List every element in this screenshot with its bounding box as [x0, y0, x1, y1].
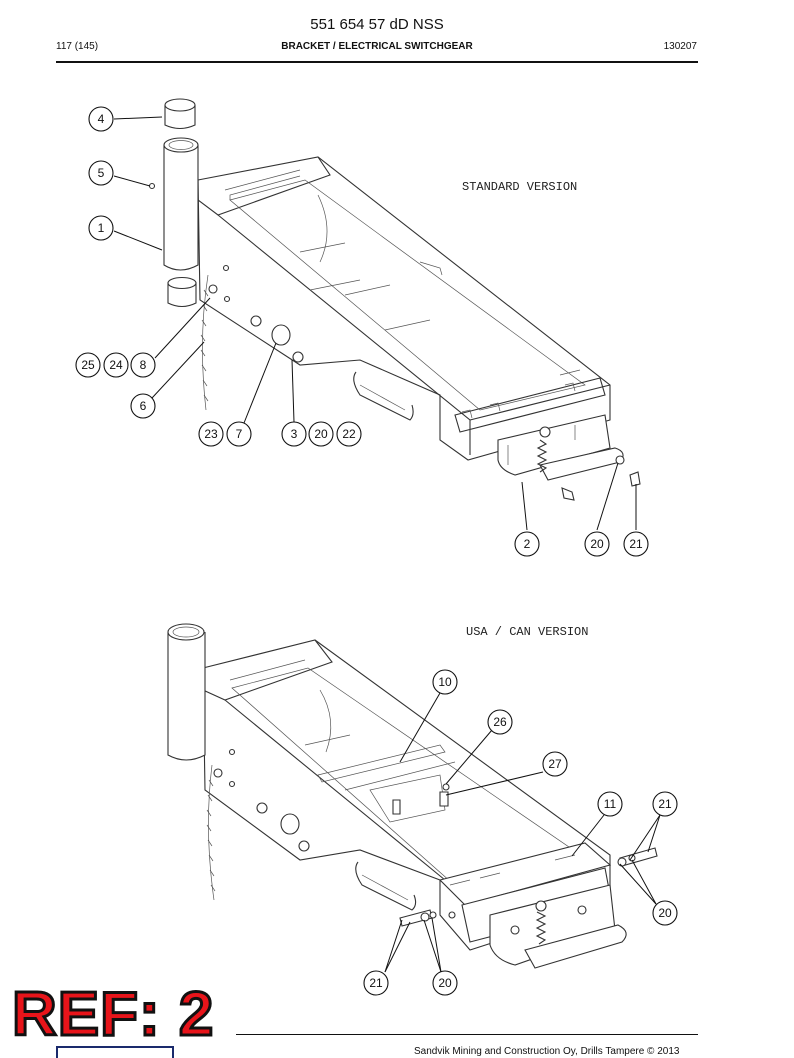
- callout-balloon: 20: [584, 531, 610, 557]
- callout-balloon: 20: [308, 421, 334, 447]
- callout-balloon: 25: [75, 352, 101, 378]
- svg-text:2: 2: [524, 537, 531, 551]
- svg-text:4: 4: [98, 112, 105, 126]
- callout-balloon: 11: [597, 791, 623, 817]
- svg-text:5: 5: [98, 166, 105, 180]
- callout-balloon: 7: [226, 421, 252, 447]
- callout-balloon: 23: [198, 421, 224, 447]
- footer-rule: [236, 1034, 698, 1035]
- svg-text:26: 26: [493, 715, 507, 729]
- svg-text:25: 25: [81, 358, 95, 372]
- callout-balloon: 21: [652, 791, 678, 817]
- svg-text:3: 3: [291, 427, 298, 441]
- callout-balloon: 22: [336, 421, 362, 447]
- callout-balloon: 21: [623, 531, 649, 557]
- standard-version-label: STANDARD VERSION: [462, 180, 577, 194]
- page-number: 117 (145): [56, 41, 99, 52]
- brand-logo-icon: [56, 1046, 174, 1058]
- svg-text:21: 21: [658, 797, 672, 811]
- svg-text:1: 1: [98, 221, 105, 235]
- header-rule: [56, 61, 698, 63]
- standard-version-drawing: STANDARD VERSION 4 5 1 25 24 8 6 23 7 3 …: [75, 98, 649, 557]
- callout-balloon: 20: [652, 900, 678, 926]
- svg-text:21: 21: [629, 537, 643, 551]
- usa-can-version-drawing: USA / CAN VERSION 10 26 27 11 21 20 21 2…: [167, 623, 678, 996]
- usa-can-version-label: USA / CAN VERSION: [466, 625, 588, 639]
- svg-text:11: 11: [604, 797, 617, 811]
- callout-balloon: 5: [88, 160, 114, 186]
- callout-balloon: 2: [514, 531, 540, 557]
- svg-text:24: 24: [109, 358, 123, 372]
- svg-text:10: 10: [438, 675, 452, 689]
- callout-balloon: 27: [542, 751, 568, 777]
- callout-balloon: 20: [432, 970, 458, 996]
- ref-stamp: REF: 2: [10, 980, 215, 1049]
- callout-balloon: 3: [281, 421, 307, 447]
- svg-text:23: 23: [204, 427, 218, 441]
- svg-text:21: 21: [369, 976, 383, 990]
- svg-text:20: 20: [314, 427, 328, 441]
- callout-balloon: 10: [432, 669, 458, 695]
- callout-balloon: 1: [88, 215, 114, 241]
- svg-text:8: 8: [140, 358, 147, 372]
- callout-balloon: 21: [363, 970, 389, 996]
- svg-text:7: 7: [236, 427, 243, 441]
- page-title: BRACKET / ELECTRICAL SWITCHGEAR: [281, 41, 473, 52]
- callout-balloon: 24: [103, 352, 129, 378]
- document-date: 130207: [663, 41, 697, 52]
- callout-balloon: 4: [88, 106, 114, 132]
- svg-text:20: 20: [590, 537, 604, 551]
- svg-text:20: 20: [438, 976, 452, 990]
- svg-text:20: 20: [658, 906, 672, 920]
- callout-balloon: 6: [130, 393, 156, 419]
- callout-balloon: 8: [130, 352, 156, 378]
- svg-text:27: 27: [548, 757, 562, 771]
- svg-text:6: 6: [140, 399, 147, 413]
- callout-balloon: 26: [487, 709, 513, 735]
- document-number: 551 654 57 dD NSS: [310, 16, 444, 33]
- footer-copyright: Sandvik Mining and Construction Oy, Dril…: [414, 1046, 680, 1057]
- svg-text:22: 22: [342, 427, 356, 441]
